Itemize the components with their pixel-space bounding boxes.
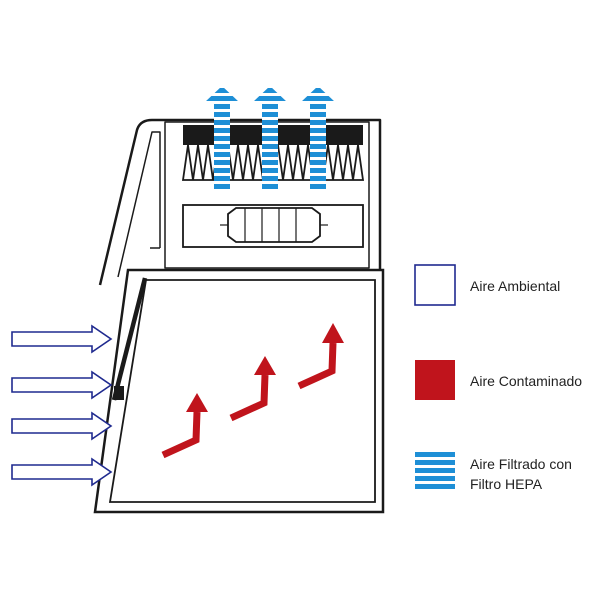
cabinet-inner-wall <box>117 131 161 278</box>
legend-swatch-ambient <box>414 264 456 306</box>
legend-swatch-contaminated <box>415 360 455 400</box>
ambient-air-arrows <box>11 324 113 487</box>
legend-swatch-filtered <box>415 452 455 489</box>
sash-glass <box>111 277 148 401</box>
contaminated-air-arrow <box>229 374 269 422</box>
work-zone <box>93 268 385 514</box>
contaminated-air-arrow <box>297 342 337 390</box>
ambient-air-arrow <box>11 370 113 400</box>
blower-wheel <box>227 207 321 243</box>
legend-label-filtered-line1: Aire Filtrado con <box>470 456 572 472</box>
filtered-air-arrows <box>205 86 335 190</box>
filtered-air-arrow <box>253 86 287 190</box>
contaminated-air-arrow-head <box>186 393 208 412</box>
contaminated-air-arrow-head <box>322 323 344 343</box>
ambient-air-arrow <box>11 324 113 354</box>
contaminated-air-arrows <box>161 323 344 459</box>
contaminated-air-arrow <box>161 411 201 459</box>
legend <box>414 264 456 489</box>
filtered-air-arrow <box>301 86 335 190</box>
blower-unit <box>182 204 364 248</box>
blower-box <box>182 204 364 248</box>
cabinet-upper-outline <box>98 118 382 286</box>
blower-vanes <box>220 208 328 242</box>
work-zone-outer <box>93 268 385 514</box>
legend-label-contaminated: Aire Contaminado <box>470 373 583 389</box>
work-zone-inner <box>108 279 376 503</box>
contaminated-air-arrow-head <box>254 356 276 375</box>
filtered-air-arrow <box>205 86 239 190</box>
legend-label-filtered: Aire Filtrado con Filtro HEPA <box>470 454 572 494</box>
ambient-air-arrow <box>11 457 113 487</box>
legend-label-filtered-line2: Filtro HEPA <box>470 476 543 492</box>
sash-handle <box>114 386 124 400</box>
ambient-air-arrow <box>11 411 113 441</box>
legend-label-ambient: Aire Ambiental <box>470 278 561 294</box>
